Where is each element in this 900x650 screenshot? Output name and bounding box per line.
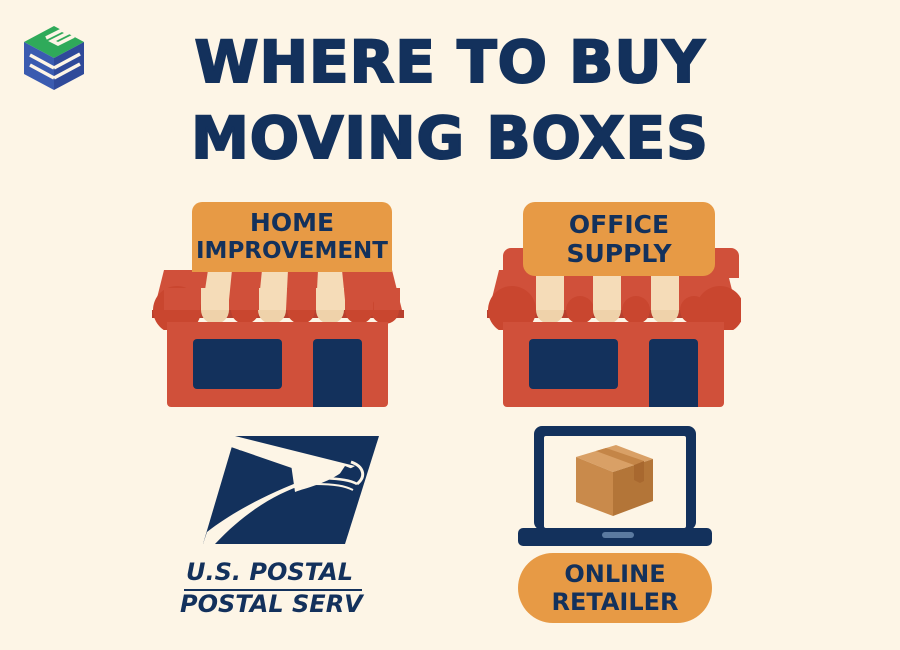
- brand-logo: [22, 20, 86, 92]
- store-office-supply: OFFICE SUPPLY: [485, 200, 745, 415]
- store-sign-line1: HOME: [249, 208, 335, 237]
- store-window: [529, 339, 618, 389]
- storefront-awning-icon: [487, 270, 741, 330]
- store-building: [503, 322, 724, 407]
- laptop: [516, 424, 714, 548]
- store-sign-line2: SUPPLY: [566, 239, 672, 268]
- online-label-line2: RETAILER: [551, 588, 679, 616]
- usps-text-line1: U.S. POSTAL: [186, 558, 354, 586]
- store-sign: HOME IMPROVEMENT: [192, 202, 392, 272]
- online-retailer-label: ONLINE RETAILER: [518, 553, 712, 623]
- page-title-line1: WHERE TO BUY: [194, 27, 706, 97]
- page-title-line2: MOVING BOXES: [190, 103, 709, 173]
- store-home-improvement: HOME IMPROVEMENT: [150, 200, 410, 415]
- store-sign: OFFICE SUPPLY: [523, 202, 715, 276]
- storefront-awning-icon: [152, 270, 404, 330]
- usps-logo: [195, 432, 385, 552]
- stacked-cube-logo-icon: [24, 26, 84, 90]
- store-window: [193, 339, 282, 389]
- store-door: [313, 339, 362, 407]
- online-label-line1: ONLINE: [564, 560, 666, 588]
- store-door: [649, 339, 698, 407]
- store-building: [167, 322, 388, 407]
- laptop-box-icon: [518, 426, 712, 546]
- store-sign-line1: OFFICE: [568, 210, 670, 239]
- usps-divider: [184, 589, 362, 591]
- store-sign-line2: IMPROVEMENT: [196, 238, 388, 264]
- usps-text-line2: POSTAL SERV: [180, 590, 363, 618]
- eagle-logo-icon: [199, 436, 379, 544]
